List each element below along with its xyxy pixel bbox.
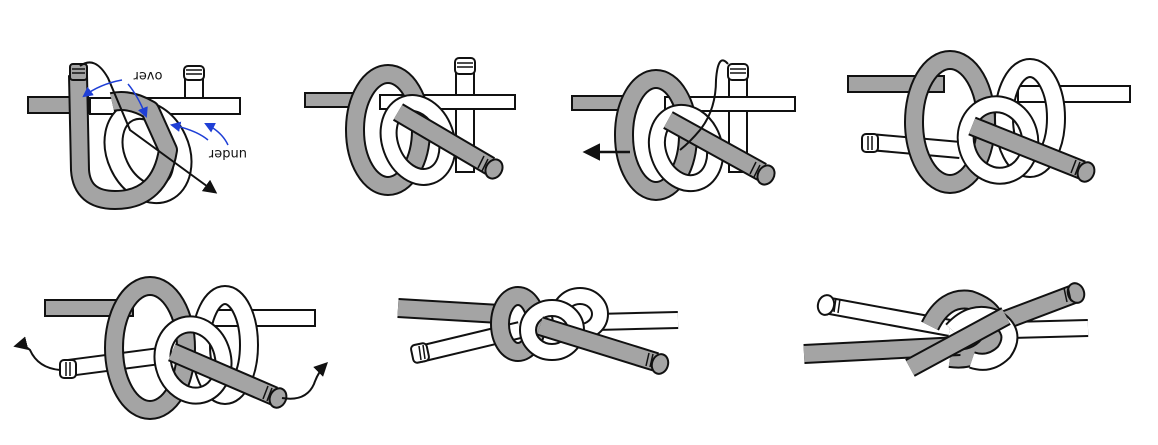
white-rope-horizontal: [664, 96, 796, 112]
white-rope-end-whipping: [861, 133, 879, 153]
white-rope-end-whipping: [454, 57, 476, 75]
step-6: [397, 286, 679, 375]
over-arrow: [82, 79, 123, 98]
grey-rope-end-whipping: [1063, 282, 1086, 304]
step-2: [304, 57, 516, 196]
step-5: [13, 276, 328, 420]
white-rope-horizontal: [1017, 85, 1131, 103]
grey-rope-end-whipping: [69, 63, 88, 81]
white-end-path-line: [679, 59, 729, 151]
grey-rope-end-whipping: [645, 352, 670, 375]
over-arrow-2: [127, 83, 148, 118]
grey-rope-end-whipping: [477, 155, 504, 180]
step-1: over under: [27, 61, 247, 210]
grey-rope-end-whipping: [749, 161, 776, 186]
grey-rope-end-whipping: [1070, 159, 1096, 183]
pull-arrow-down-right: [79, 61, 218, 194]
pull-arrow-right-curved: [281, 362, 328, 400]
under-arrow-2: [204, 123, 229, 146]
under-label: under: [208, 146, 247, 161]
white-rope-end-whipping: [727, 63, 749, 81]
grey-rope-end-whipping: [262, 385, 288, 409]
white-rope-end-whipping: [59, 359, 77, 379]
step-7: [803, 282, 1089, 377]
step-4: [847, 50, 1131, 194]
step-3: [571, 59, 796, 201]
white-rope-end-whipping: [183, 65, 205, 81]
white-rope-end-whipping: [410, 342, 430, 364]
under-arrow-1: [169, 121, 209, 141]
over-label: over: [133, 68, 163, 83]
white-rope-end-whipping: [816, 294, 841, 316]
pull-arrow-left-curved: [13, 336, 61, 371]
